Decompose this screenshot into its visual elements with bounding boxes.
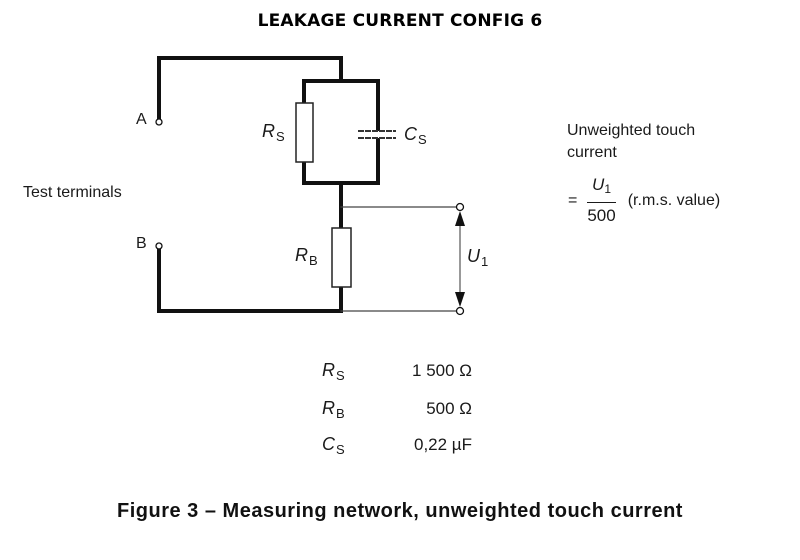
- rb-label: RB: [295, 245, 318, 268]
- resistor-rs: [295, 102, 314, 163]
- rs-symbol: R: [262, 121, 275, 141]
- u1-symbol: U: [467, 246, 480, 266]
- formula-numerator: U1: [587, 174, 616, 203]
- row-symbol: R: [322, 398, 335, 418]
- figure-caption: Figure 3 – Measuring network, unweighted…: [117, 500, 683, 522]
- formula-fraction: U1 500: [587, 174, 616, 227]
- wire-a-to-network: [157, 56, 343, 121]
- value-rb: 500 Ω: [426, 399, 472, 418]
- terminal-a: [155, 118, 163, 126]
- formula-equals: =: [568, 191, 578, 209]
- terminal-a-label: A: [136, 111, 147, 128]
- page-title: LEAKAGE CURRENT CONFIG 6: [257, 11, 543, 31]
- resistor-rb: [331, 227, 352, 288]
- cs-subscript: S: [418, 132, 427, 147]
- rb-subscript: B: [309, 253, 318, 268]
- formula-qualifier: (r.m.s. value): [627, 191, 721, 209]
- terminal-u1-bottom: [455, 306, 465, 316]
- row-symbol: C: [322, 434, 335, 454]
- value-row-symbol: RS: [322, 360, 345, 383]
- formula-note-line1: Unweighted touch: [567, 122, 696, 139]
- terminal-b-label: B: [136, 235, 147, 252]
- value-rs: 1 500 Ω: [412, 361, 472, 380]
- rb-symbol: R: [295, 245, 308, 265]
- voltage-arrow-head-up: [455, 211, 465, 226]
- u1-subscript: 1: [481, 254, 489, 269]
- rs-subscript: S: [276, 129, 285, 144]
- row-subscript: S: [336, 368, 345, 383]
- numerator-symbol: U: [592, 175, 605, 194]
- row-symbol: R: [322, 360, 335, 380]
- u1-label: U1: [467, 246, 488, 269]
- row-subscript: S: [336, 442, 345, 457]
- terminal-b: [155, 242, 163, 250]
- value-cs: 0,22 µF: [414, 435, 472, 454]
- rs-label: RS: [262, 121, 285, 144]
- wire-b-to-rb: [157, 248, 343, 313]
- formula-denominator: 500: [587, 206, 616, 225]
- value-row-symbol: RB: [322, 398, 345, 421]
- voltage-arrow-head-down: [455, 292, 465, 307]
- terminal-u1-top: [455, 202, 465, 212]
- row-subscript: B: [336, 406, 345, 421]
- numerator-subscript: 1: [604, 182, 612, 196]
- formula-note-line2: current: [567, 144, 617, 161]
- value-row-symbol: CS: [322, 434, 345, 457]
- capacitor-gap: [374, 131, 382, 138]
- formula: = U1 500 (r.m.s. value): [568, 174, 720, 227]
- cs-label: CS: [404, 124, 427, 147]
- test-terminals-label: Test terminals: [23, 184, 122, 201]
- cs-symbol: C: [404, 124, 417, 144]
